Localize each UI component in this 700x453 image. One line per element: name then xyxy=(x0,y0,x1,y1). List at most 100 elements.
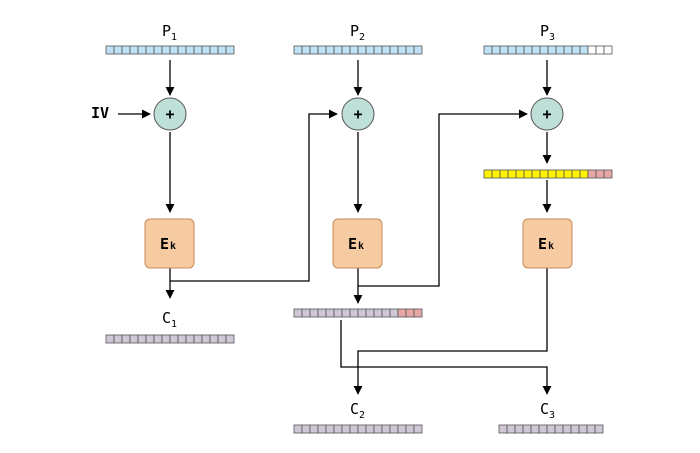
block-cell xyxy=(483,169,493,179)
block-cell xyxy=(193,334,203,344)
block-cell xyxy=(538,424,548,434)
block-cell xyxy=(570,424,580,434)
arrow-intermediate-c3 xyxy=(340,320,552,395)
block-cell xyxy=(341,424,351,434)
arrow-e3-c2 xyxy=(353,268,548,395)
block-cell xyxy=(405,424,415,434)
xor-1-symbol: + xyxy=(165,105,174,123)
block-cell xyxy=(499,45,509,55)
xor-3-circle xyxy=(530,97,564,131)
p2-label: P2 xyxy=(350,22,365,43)
block-cell xyxy=(530,424,540,434)
block-cell xyxy=(325,308,335,318)
block-cell xyxy=(113,334,123,344)
block-cell xyxy=(357,308,367,318)
block-cell xyxy=(201,334,211,344)
block-cell xyxy=(177,334,187,344)
block-cell xyxy=(523,169,533,179)
p1-label: P1 xyxy=(162,22,177,43)
block-cell xyxy=(491,169,501,179)
block-cell xyxy=(169,45,179,55)
block-cell xyxy=(546,424,556,434)
p2-block xyxy=(293,45,423,55)
block-cell xyxy=(579,45,589,55)
xor-1-circle xyxy=(153,97,187,131)
c2-block xyxy=(293,424,423,434)
block-cell xyxy=(587,169,597,179)
encrypt-box-2-rect xyxy=(332,218,383,269)
encrypt-box-3-rect xyxy=(522,218,573,269)
block-cell xyxy=(201,45,211,55)
block-cell xyxy=(507,45,517,55)
block-cell xyxy=(603,169,613,179)
block-cell xyxy=(381,45,391,55)
block-cell xyxy=(309,45,319,55)
block-cell xyxy=(603,45,613,55)
block-cell xyxy=(405,45,415,55)
block-cell xyxy=(554,424,564,434)
block-cell xyxy=(389,308,399,318)
block-cell xyxy=(161,334,171,344)
block-cell xyxy=(413,45,423,55)
block-cell xyxy=(301,308,311,318)
block-cell xyxy=(514,424,524,434)
block-cell xyxy=(113,45,123,55)
block-cell xyxy=(349,424,359,434)
block-cell xyxy=(129,334,139,344)
arrow-intermediate-xor3 xyxy=(358,109,528,287)
block-cell xyxy=(547,45,557,55)
block-cell xyxy=(563,169,573,179)
xor-2: + xyxy=(341,97,375,131)
block-cell xyxy=(547,169,557,179)
c1-block xyxy=(105,334,235,344)
block-cell xyxy=(539,169,549,179)
block-cell xyxy=(357,424,367,434)
block-cell xyxy=(333,424,343,434)
block-cell xyxy=(137,334,147,344)
block-cell xyxy=(341,308,351,318)
block-cell xyxy=(317,308,327,318)
block-cell xyxy=(293,424,303,434)
connectors xyxy=(118,60,552,395)
p3-label: P3 xyxy=(540,22,555,43)
block-cell xyxy=(293,45,303,55)
block-cell xyxy=(531,45,541,55)
block-cell xyxy=(161,45,171,55)
block-cell xyxy=(523,45,533,55)
block-cell xyxy=(579,169,589,179)
block-cell xyxy=(389,424,399,434)
block-cell xyxy=(578,424,588,434)
block-cell xyxy=(317,45,327,55)
block-cell xyxy=(397,424,407,434)
block-cell xyxy=(595,45,605,55)
block-cell xyxy=(185,45,195,55)
block-cell xyxy=(389,45,399,55)
block-cell xyxy=(381,308,391,318)
block-cell xyxy=(594,424,604,434)
block-cell xyxy=(357,45,367,55)
block-cell xyxy=(539,45,549,55)
block-cell xyxy=(209,334,219,344)
encrypt-box-3: Ek xyxy=(522,218,573,269)
block-cell xyxy=(413,424,423,434)
block-cell xyxy=(145,334,155,344)
block-cell xyxy=(491,45,501,55)
block-cell xyxy=(365,424,375,434)
block-cell xyxy=(373,45,383,55)
xor-3: + xyxy=(530,97,564,131)
block-cell xyxy=(225,334,235,344)
block-cell xyxy=(153,334,163,344)
block-cell xyxy=(587,45,597,55)
block-cell xyxy=(225,45,235,55)
block-cell xyxy=(325,424,335,434)
block-cell xyxy=(137,45,147,55)
encrypt-box-2: Ek xyxy=(332,218,383,269)
block-cell xyxy=(413,308,423,318)
block-cell xyxy=(217,45,227,55)
block-cell xyxy=(177,45,187,55)
p3-block xyxy=(483,45,613,55)
block-cell xyxy=(563,45,573,55)
block-cell xyxy=(293,308,303,318)
block-cell xyxy=(193,45,203,55)
